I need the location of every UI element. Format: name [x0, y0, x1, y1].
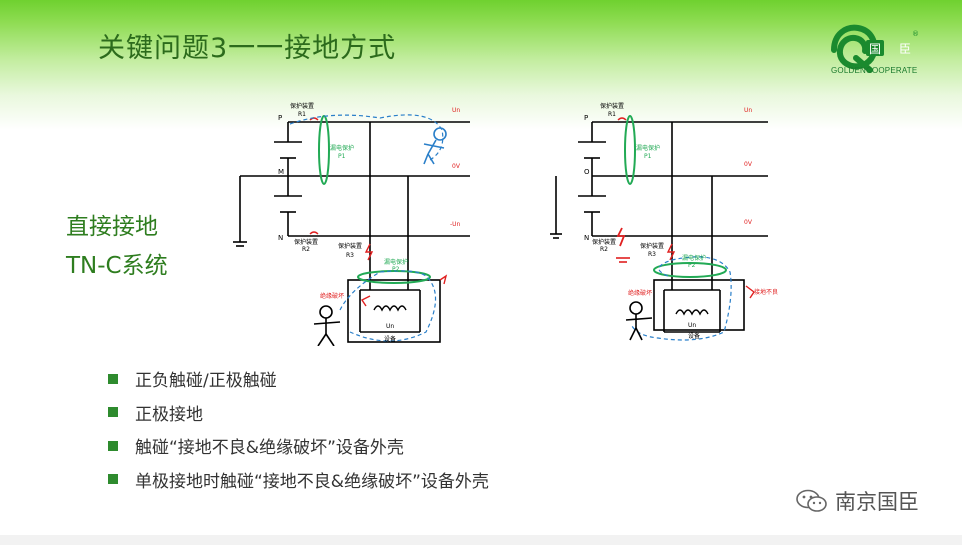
slide-title: 关键问题3一一接地方式	[98, 33, 397, 64]
bottom-edge	[0, 535, 962, 545]
line-top-voltage: Un	[452, 107, 460, 114]
r3-title-right: 保护装置	[640, 242, 664, 250]
wechat-icon	[796, 489, 827, 512]
bullet-item: 触碰“接地不良&绝缘破坏”设备外壳	[108, 429, 489, 463]
logo-brand: 国臣	[869, 42, 911, 56]
heading-line1: 直接接地	[66, 214, 158, 240]
bullet-item: 正负触碰/正极触碰	[108, 362, 489, 396]
bullet-item: 正极接地	[108, 396, 489, 430]
device-label-right: 设备	[688, 332, 700, 340]
node-o-right: O	[584, 168, 590, 176]
r3-label-right: R3	[648, 251, 656, 258]
coil-icon-right	[675, 309, 709, 316]
r1-title: 保护装置	[290, 102, 314, 110]
line-mid-voltage: 0V	[452, 163, 461, 170]
node-p: P	[278, 114, 282, 122]
logo-tagline: GOLDENCOOPERATE	[831, 66, 918, 75]
r2-label-right: R2	[600, 246, 608, 253]
square-bullet-icon	[108, 407, 118, 418]
r2-title-right: 保护装置	[592, 238, 616, 246]
bullet-text: 触碰“接地不良&绝缘破坏”设备外壳	[135, 438, 404, 459]
r1-label: R1	[298, 111, 306, 118]
p2-title: 漏电保护	[384, 258, 408, 266]
leakage-sensor-p1	[318, 115, 330, 185]
q-leaf-logo-icon	[831, 24, 878, 73]
p1-title: 漏电保护	[330, 144, 354, 152]
bullet-text: 正极接地	[135, 404, 203, 425]
watermark-text: 南京国臣	[835, 490, 919, 514]
leakage-sensor-p2	[357, 270, 431, 284]
heading-line2: TN-C系统	[66, 253, 168, 279]
logo-box	[866, 40, 884, 56]
person-icon	[313, 305, 341, 346]
diagram-left: P M N 保护装置 R1 保护装置 R2 保护装置 R3 Un 0V -Un …	[233, 102, 470, 346]
bullet-text: 单极接地时触碰“接地不良&绝缘破坏”设备外壳	[135, 471, 489, 492]
r2-title: 保护装置	[294, 238, 318, 246]
coil-label-right: Un	[688, 322, 696, 329]
r1-label-right: R1	[608, 111, 616, 118]
person-touching-icon	[423, 127, 447, 165]
r2-label: R2	[302, 246, 310, 253]
fault-label: 绝缘破坏	[320, 292, 344, 300]
watermark: 南京国臣	[795, 486, 919, 516]
p1-title-right: 漏电保护	[636, 144, 660, 152]
square-bullet-icon	[108, 474, 118, 485]
logo-registered: ®	[912, 30, 919, 38]
r1-title-right: 保护装置	[600, 102, 624, 110]
fault-label-right: 绝缘破坏	[628, 289, 652, 297]
ground-fault-label-right: 接地不良	[754, 288, 778, 296]
line-bottom-voltage: -Un	[450, 221, 461, 228]
line-mid-voltage-right: 0V	[744, 161, 753, 168]
logo: 国臣 ®	[831, 24, 919, 73]
coil-label: Un	[386, 323, 394, 330]
bullet-item: 单极接地时触碰“接地不良&绝缘破坏”设备外壳	[108, 463, 489, 497]
square-bullet-icon	[108, 440, 118, 451]
line-top-voltage-right: Un	[744, 107, 752, 114]
square-bullet-icon	[108, 373, 118, 384]
p2-label-right: P2	[688, 262, 696, 269]
leakage-sensor-p2-right	[653, 262, 727, 278]
line-bottom-voltage-right: 0V	[744, 219, 753, 226]
bullet-list: 正负触碰/正极触碰 正极接地 触碰“接地不良&绝缘破坏”设备外壳 单极接地时触碰…	[108, 362, 489, 496]
node-p-right: P	[584, 114, 588, 122]
p2-label: P2	[392, 266, 400, 273]
p1-label: P1	[338, 153, 346, 160]
node-n-right: N	[584, 234, 589, 242]
coil-icon	[373, 305, 407, 312]
diagram-right: P O N 保护装置 R1 保护装置 R2 保护装置 R3 Un 0V 0V 漏…	[550, 102, 778, 341]
r3-label: R3	[346, 252, 354, 259]
node-n: N	[278, 234, 283, 242]
leakage-sensor-p1-right	[624, 115, 636, 185]
bullet-text: 正负触碰/正极触碰	[135, 371, 277, 392]
r3-title: 保护装置	[338, 242, 362, 250]
node-m: M	[278, 168, 284, 176]
ground-fault-icon	[616, 227, 626, 247]
person-icon-right	[625, 301, 653, 341]
p2-title-right: 漏电保护	[682, 254, 706, 262]
p1-label-right: P1	[644, 153, 652, 160]
device-label: 设备	[384, 335, 396, 343]
